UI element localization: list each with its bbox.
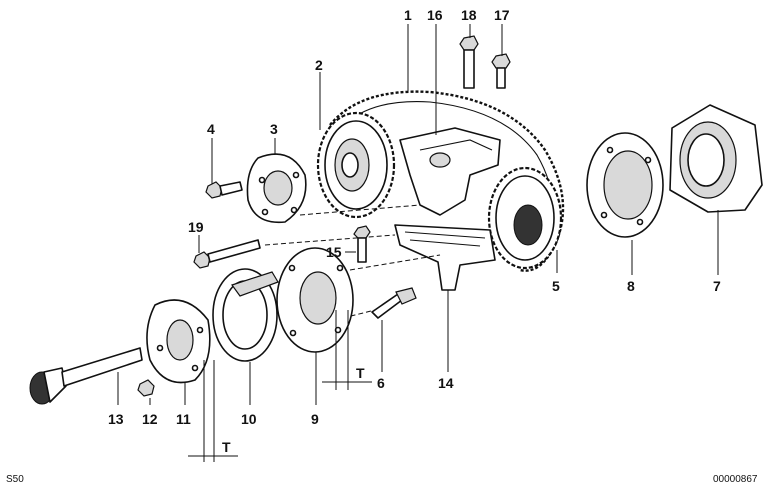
drawing-number: 00000867 [713, 474, 758, 485]
leader-lines [117, 24, 719, 405]
callout-2: 2 [315, 57, 323, 73]
callout-10: 10 [241, 411, 257, 427]
callout-9: 9 [311, 411, 319, 427]
dimension-marker-lower [188, 360, 238, 462]
spacer-ring-10 [212, 268, 279, 362]
thrust-plate-8 [586, 132, 664, 238]
bolt-15 [353, 225, 371, 263]
chain-guide [399, 127, 501, 216]
dimension-label-lower: T [222, 439, 231, 455]
bolt-17 [491, 53, 511, 89]
callout-16: 16 [427, 7, 443, 23]
callout-6: 6 [377, 375, 385, 391]
nut-12 [137, 379, 155, 397]
model-code: S50 [6, 474, 24, 485]
callout-12: 12 [142, 411, 158, 427]
hub-plate-9 [276, 247, 354, 353]
shaft-13 [29, 347, 143, 405]
callout-14: 14 [438, 375, 454, 391]
callout-11: 11 [176, 411, 191, 427]
reference-line-1 [264, 234, 396, 246]
bolt-18 [459, 35, 479, 89]
pin-6 [371, 287, 417, 319]
callout-18: 18 [461, 7, 477, 23]
washer-plate-3 [246, 153, 307, 224]
callout-3: 3 [270, 121, 278, 137]
callout-13: 13 [108, 411, 124, 427]
callout-15: 15 [326, 244, 342, 260]
callout-4: 4 [207, 121, 215, 137]
dimension-label-upper: T [356, 365, 365, 381]
reference-line-3 [349, 254, 441, 271]
callout-7: 7 [713, 278, 721, 294]
bolt-4 [205, 181, 243, 199]
cover-housing-7 [669, 104, 763, 213]
dimension-marker-upper [322, 310, 372, 390]
callout-8: 8 [627, 278, 635, 294]
sprocket-lower [487, 166, 563, 270]
callout-19: 19 [188, 219, 204, 235]
callout-1: 1 [404, 7, 412, 23]
reference-line-4 [334, 309, 376, 321]
callout-17: 17 [494, 7, 510, 23]
flange-11 [146, 299, 211, 384]
callout-5: 5 [552, 278, 560, 294]
bolt-19 [193, 239, 261, 269]
sprocket-upper [316, 111, 396, 219]
tensioner-rail [394, 224, 496, 291]
reference-line-2 [299, 204, 421, 216]
